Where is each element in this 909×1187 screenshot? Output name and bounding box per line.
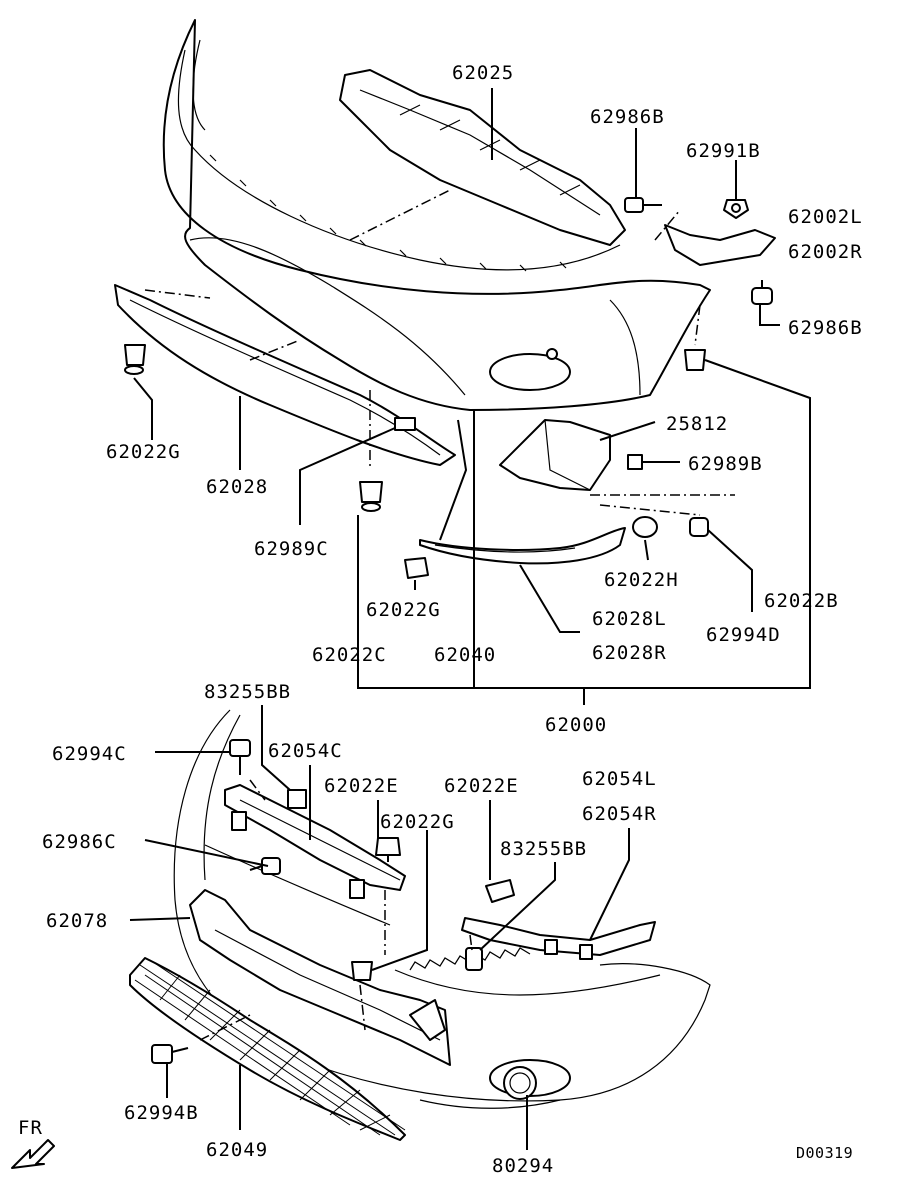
assembly-lines-bottom bbox=[199, 779, 473, 1041]
label-62991B: 62991B bbox=[686, 140, 761, 162]
label-62994C: 62994C bbox=[52, 743, 127, 765]
label-62002R: 62002R bbox=[788, 241, 863, 263]
diagram-code: D00319 bbox=[796, 1144, 853, 1162]
label-62040: 62040 bbox=[434, 644, 496, 666]
label-62986B-right: 62986B bbox=[788, 317, 863, 339]
label-62049: 62049 bbox=[206, 1139, 268, 1161]
label-62022B: 62022B bbox=[764, 590, 839, 612]
reinforcement-62054C bbox=[224, 784, 406, 899]
clip-62022G-right bbox=[684, 349, 706, 371]
fastener-62991B bbox=[723, 199, 749, 219]
label-62022G-mid: 62022G bbox=[366, 599, 441, 621]
front-direction-arrow-icon bbox=[11, 1139, 55, 1169]
front-bumper-cover-lower bbox=[173, 709, 711, 1109]
label-83255BB-low: 83255BB bbox=[500, 838, 587, 860]
label-62054R: 62054R bbox=[582, 803, 657, 825]
clip-62022G-mid bbox=[404, 557, 429, 579]
bolt-62994C bbox=[229, 739, 251, 775]
bracket-62002 bbox=[664, 224, 776, 266]
fastener-62986B-right bbox=[751, 280, 773, 305]
bolt-62994B bbox=[151, 1044, 189, 1064]
front-bumper-cover-upper bbox=[162, 19, 711, 411]
label-62986C: 62986C bbox=[42, 831, 117, 853]
clip-62022B bbox=[689, 517, 709, 537]
clip-62022G-low bbox=[351, 961, 373, 981]
clip-62022E-2 bbox=[485, 879, 515, 903]
label-62002L: 62002L bbox=[788, 206, 863, 228]
clip-62022C bbox=[359, 481, 383, 512]
part-labels: 62025 62986B 62991B 62002L 62002R 62986B… bbox=[18, 62, 863, 1177]
label-62022E-2: 62022E bbox=[444, 775, 519, 797]
label-62022C: 62022C bbox=[312, 644, 387, 666]
label-62000: 62000 bbox=[545, 714, 607, 736]
clip-62022H bbox=[632, 516, 658, 538]
label-62022G-left: 62022G bbox=[106, 441, 181, 463]
label-62028: 62028 bbox=[206, 476, 268, 498]
leaders-bottom bbox=[129, 705, 630, 1150]
label-62028R: 62028R bbox=[592, 642, 667, 664]
side-molding-62028L-R bbox=[419, 527, 626, 565]
clip-62022E-1 bbox=[375, 837, 401, 862]
label-62994B: 62994B bbox=[124, 1102, 199, 1124]
label-62022E-1: 62022E bbox=[324, 775, 399, 797]
label-25812: 25812 bbox=[666, 413, 728, 435]
leaders-top bbox=[133, 88, 811, 705]
label-62054C: 62054C bbox=[268, 740, 343, 762]
bolt-62986C bbox=[249, 857, 281, 875]
reinforcement-62054L-R bbox=[461, 917, 656, 960]
clip-62022G-left bbox=[124, 344, 146, 375]
fastener-62986B-top bbox=[624, 197, 662, 213]
label-62025: 62025 bbox=[452, 62, 514, 84]
nut-62989C bbox=[394, 417, 416, 431]
label-62022H: 62022H bbox=[604, 569, 679, 591]
label-62054L: 62054L bbox=[582, 768, 657, 790]
label-80294: 80294 bbox=[492, 1155, 554, 1177]
energy-absorber bbox=[339, 69, 626, 246]
nut-83255BB-low bbox=[465, 947, 483, 971]
assembly-lines-top bbox=[144, 189, 735, 516]
nut-62989B bbox=[627, 454, 643, 470]
label-62078: 62078 bbox=[46, 910, 108, 932]
label-62986B-top: 62986B bbox=[590, 106, 665, 128]
label-83255BB-top: 83255BB bbox=[204, 681, 291, 703]
nut-83255BB-top bbox=[287, 789, 307, 809]
label-62989C: 62989C bbox=[254, 538, 329, 560]
label-62989B: 62989B bbox=[688, 453, 763, 475]
side-cover-25812 bbox=[499, 419, 611, 491]
label-62022G-low: 62022G bbox=[380, 811, 455, 833]
label-62028L: 62028L bbox=[592, 608, 667, 630]
lower-garnish-62078 bbox=[189, 889, 451, 1066]
front-label: FR bbox=[18, 1117, 43, 1139]
label-62994D: 62994D bbox=[706, 624, 781, 646]
